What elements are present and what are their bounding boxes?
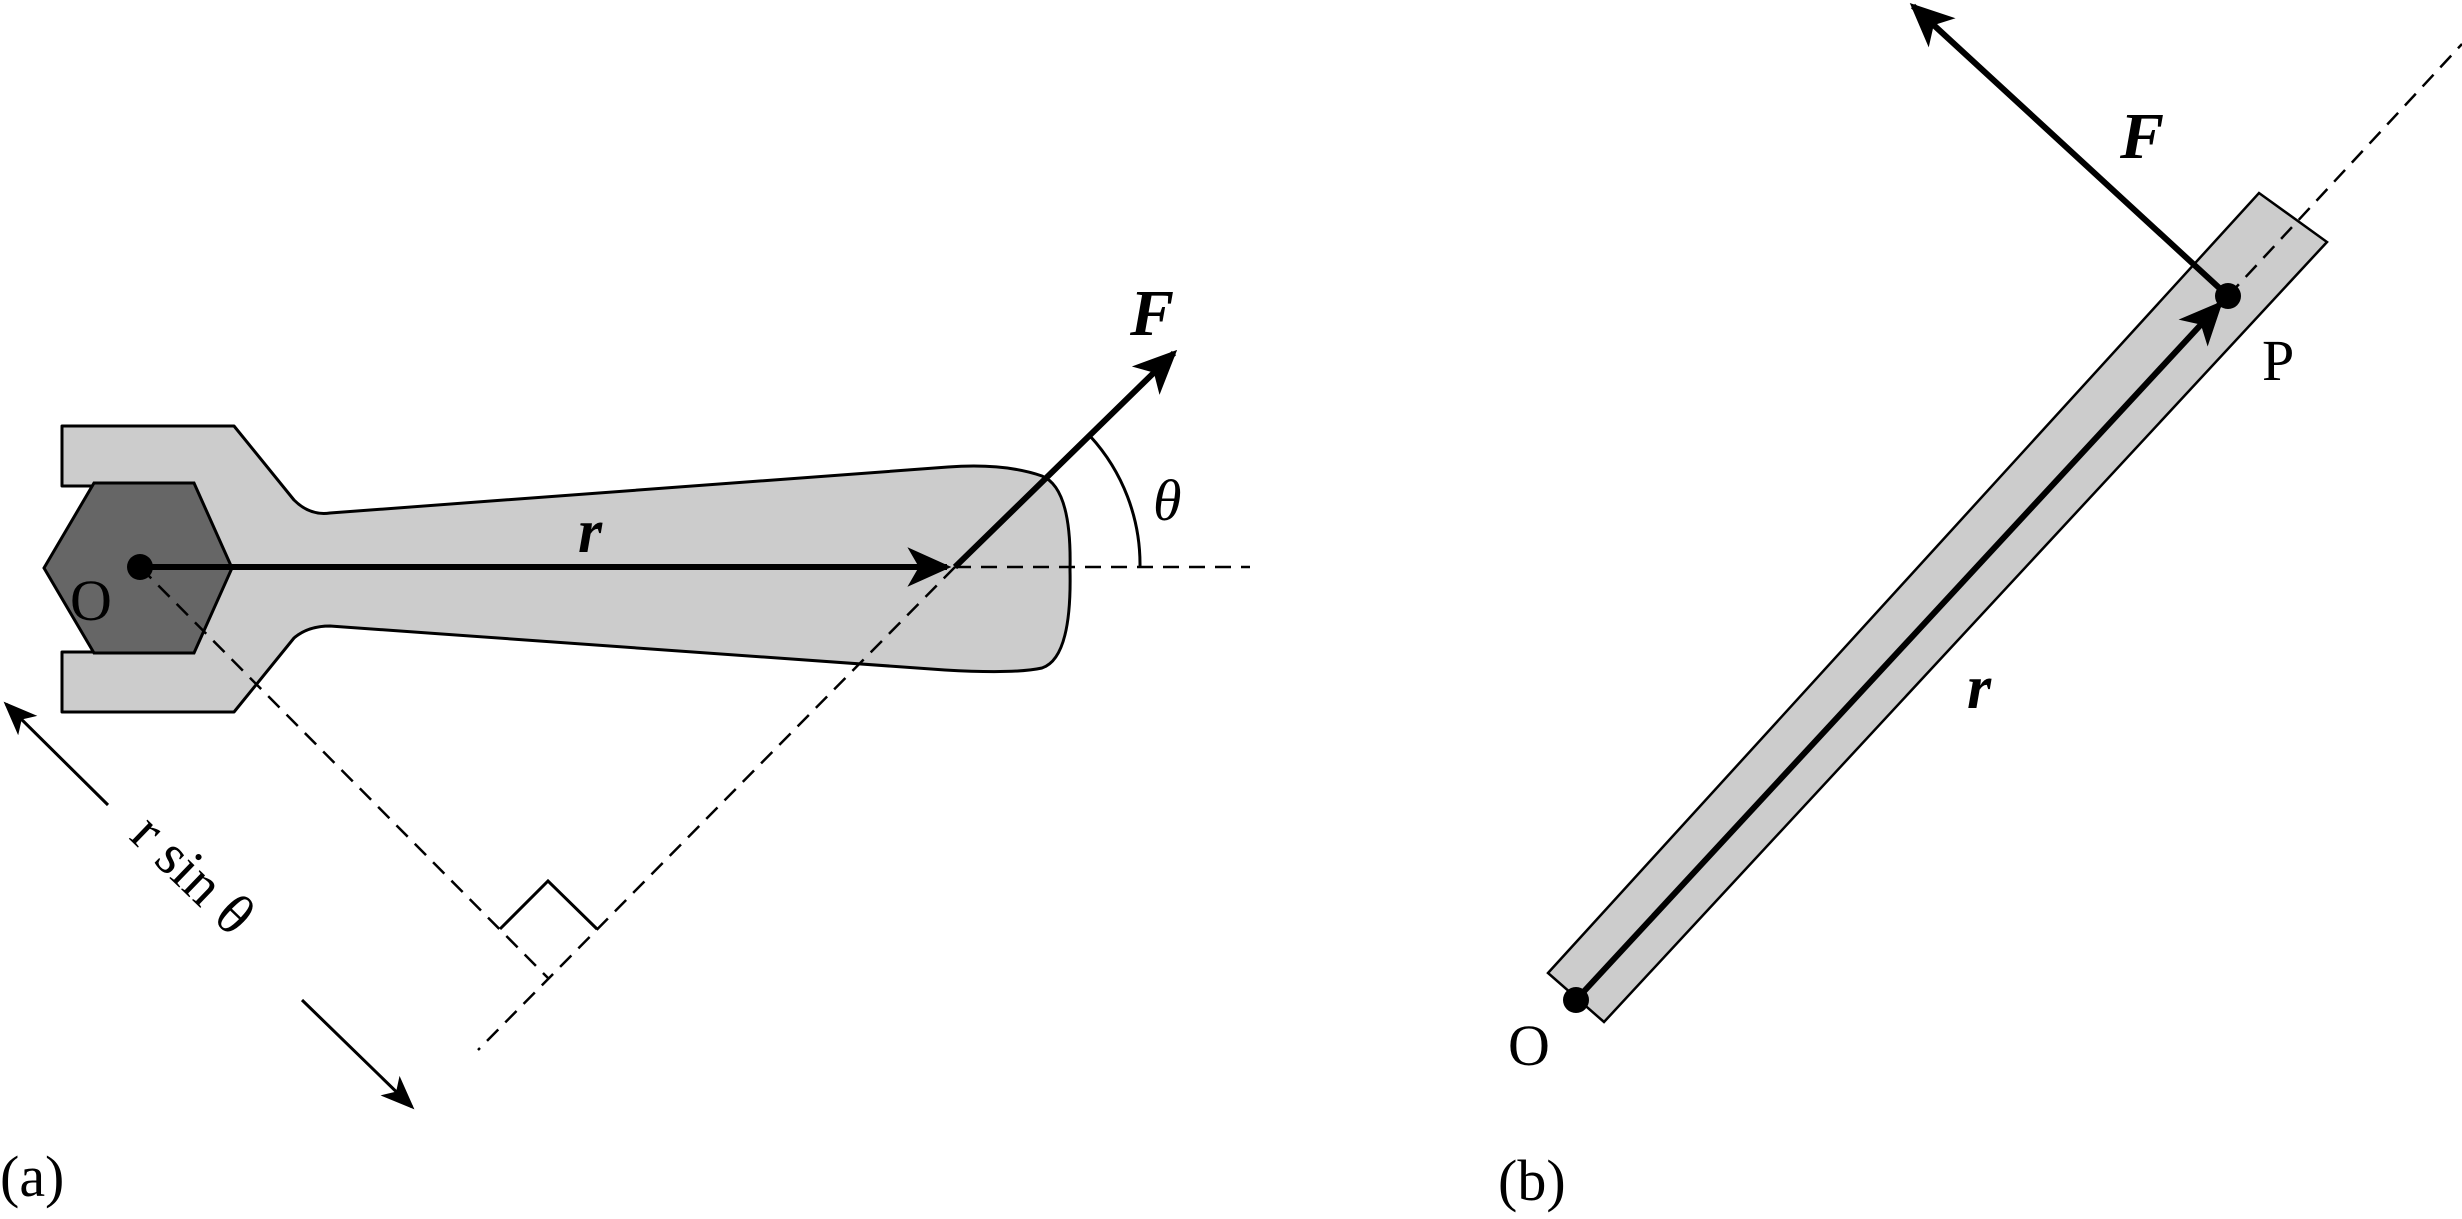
right-angle-marker	[498, 878, 599, 931]
origin-label-b: O	[1508, 1013, 1550, 1078]
panel-b: O P F r (b)	[1498, 3, 2462, 1213]
dimension-arrow-up	[3, 701, 110, 807]
origin-dot-b	[1563, 987, 1589, 1013]
dimension-arrow-down	[300, 998, 415, 1110]
caption-b: (b)	[1498, 1148, 1566, 1213]
lever-arm-label: r sin θ	[119, 801, 268, 948]
line-of-action	[477, 566, 956, 1051]
theta-label: θ	[1153, 468, 1182, 533]
f-vector-b	[1909, 3, 2231, 299]
origin-dot-a	[127, 554, 153, 580]
perpendicular-line	[139, 566, 549, 979]
panel-a: O r F θ r sin θ (a)	[0, 277, 1250, 1209]
r-label-b: r	[1967, 654, 1992, 722]
f-label-b: F	[2119, 100, 2164, 173]
origin-label-a: O	[70, 568, 112, 633]
point-p-label: P	[2262, 328, 2294, 393]
line-of-r-b	[2227, 43, 2462, 297]
f-label-a: F	[1129, 277, 1174, 350]
caption-a: (a)	[0, 1144, 64, 1209]
f-vector-a	[952, 349, 1178, 570]
point-p-dot	[2215, 283, 2241, 309]
theta-arc	[1088, 434, 1142, 568]
r-vector-b	[1573, 300, 2223, 1003]
r-label-a: r	[578, 498, 603, 566]
